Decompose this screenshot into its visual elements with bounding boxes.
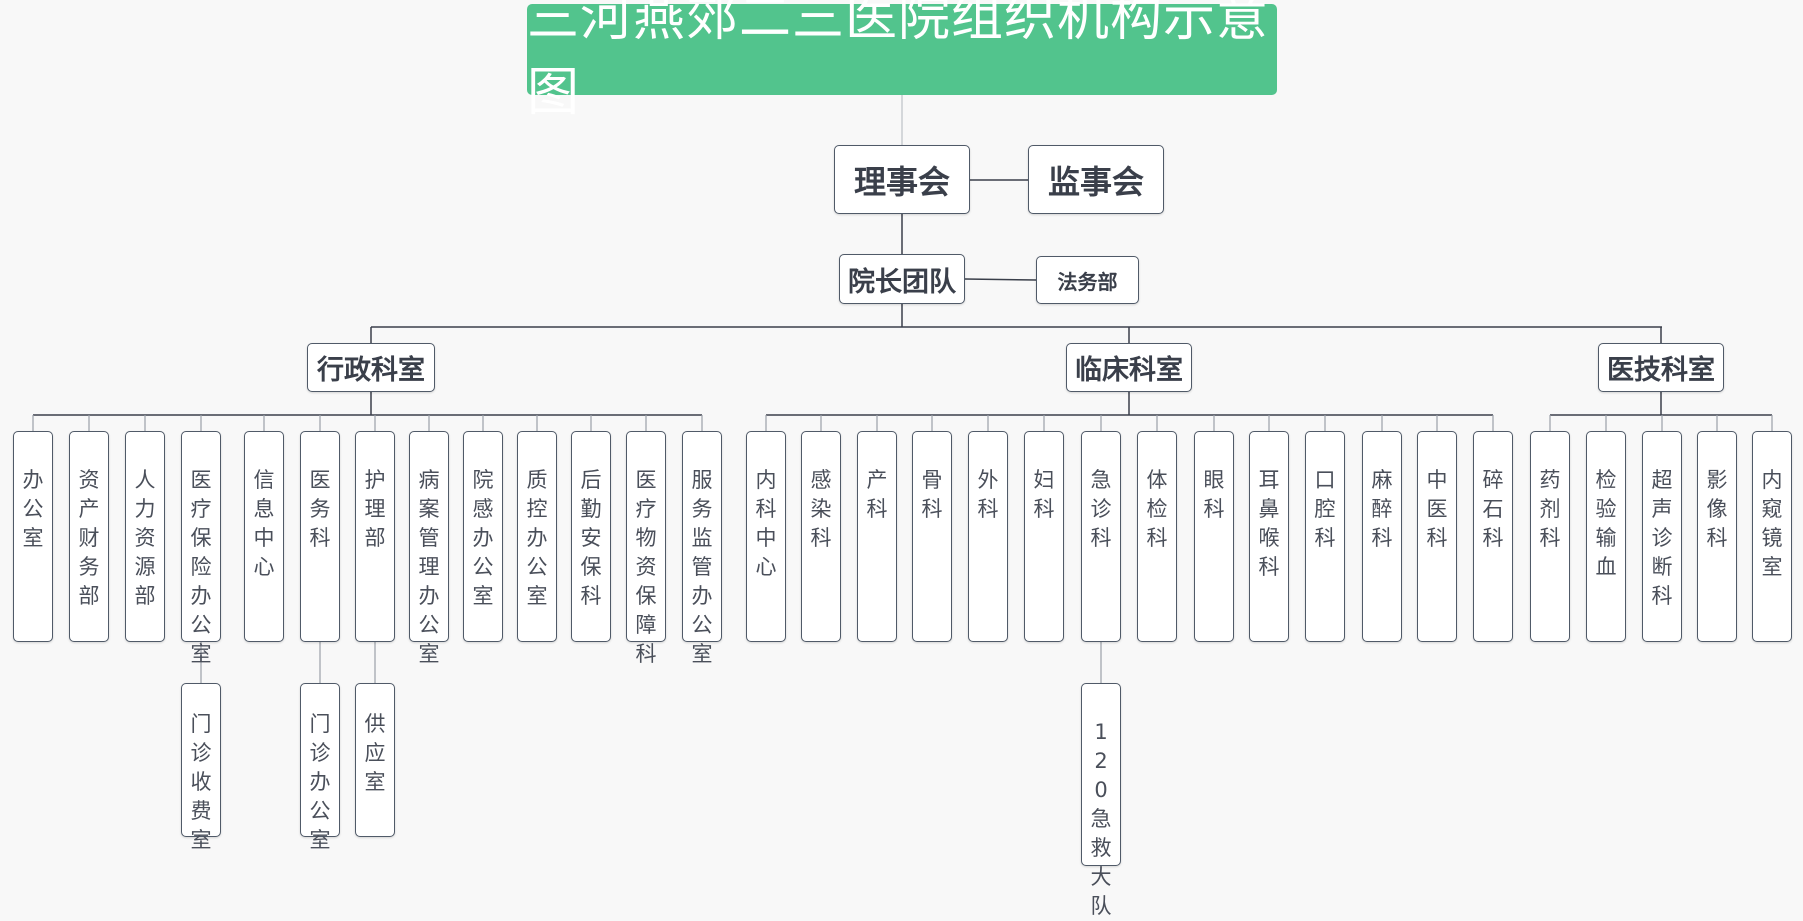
dept-box-clinical: 妇科: [1024, 431, 1064, 642]
dept-box-admin: 院感办公室: [463, 431, 503, 642]
dept-box-clinical: 麻醉科: [1362, 431, 1402, 642]
dept-box-admin: 护理部: [355, 431, 395, 642]
sub-dept-box: 门诊收费室: [181, 683, 221, 852]
board-node: 理事会: [834, 145, 970, 214]
chart-title: 三河燕郊二三医院组织机构示意图: [527, 0, 1277, 123]
dept-box-clinical: 体检科: [1137, 431, 1177, 642]
dept-box-clinical: 耳鼻喉科: [1249, 431, 1289, 642]
dept-box-clinical: 中医科: [1417, 431, 1457, 642]
dept-box-admin: 医务科: [300, 431, 340, 642]
legal-node: 法务部: [1036, 256, 1139, 304]
dept-box-admin: 医疗保险办公室: [181, 431, 221, 666]
dept-box-admin: 后勤安保科: [571, 431, 611, 642]
sub-dept-box: 供应室: [355, 683, 395, 837]
category-admin: 行政科室: [307, 343, 435, 392]
dept-box-admin: 质控办公室: [517, 431, 557, 642]
dept-box-clinical: 骨科: [912, 431, 952, 642]
dept-box-clinical: 急诊科: [1081, 431, 1121, 642]
dept-box-admin: 办公室: [13, 431, 53, 642]
dept-box-clinical: 外科: [968, 431, 1008, 642]
category-tech: 医技科室: [1598, 343, 1724, 392]
dept-box-clinical: 感染科: [801, 431, 841, 642]
dept-box-clinical: 口腔科: [1305, 431, 1345, 642]
dept-box-clinical: 碎石科: [1473, 431, 1513, 642]
president-node: 院长团队: [839, 254, 965, 304]
dept-box-admin: 信息中心: [244, 431, 284, 642]
sub-dept-box: 门诊办公室: [300, 683, 340, 852]
dept-box-clinical: 产科: [857, 431, 897, 642]
dept-box-admin: 服务监管办公室: [682, 431, 722, 666]
dept-box-admin: 资产财务部: [69, 431, 109, 642]
dept-box-clinical: 内科中心: [746, 431, 786, 642]
dept-box-tech: 影像科: [1697, 431, 1737, 642]
connector-lines: [32, 95, 1773, 683]
dept-box-tech: 检验输血: [1586, 431, 1626, 642]
dept-box-admin: 人力资源部: [125, 431, 165, 642]
dept-box-clinical: 眼科: [1194, 431, 1234, 642]
category-clinical: 临床科室: [1066, 343, 1192, 392]
dept-box-tech: 药剂科: [1530, 431, 1570, 642]
dept-box-admin: 医疗物资保障科: [626, 431, 666, 666]
connector-line: [964, 278, 1037, 281]
supervisors-node: 监事会: [1028, 145, 1164, 214]
dept-box-tech: 超声诊断科: [1642, 431, 1682, 642]
dept-box-admin: 病案管理办公室: [409, 431, 449, 666]
dept-box-tech: 内窥镜室: [1752, 431, 1792, 642]
